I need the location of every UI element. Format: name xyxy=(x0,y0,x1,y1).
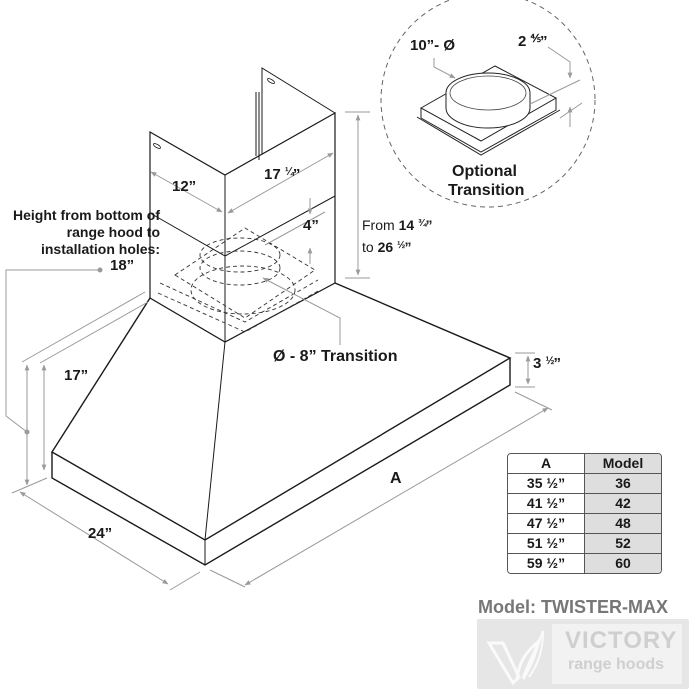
table-row: 35 ½” 36 xyxy=(508,473,661,493)
optional-transition-title-1: Optional xyxy=(452,163,517,180)
brand-subtitle: range hoods xyxy=(568,656,665,673)
cell-model: 36 xyxy=(585,474,661,493)
chimney-overlap-label: 4” xyxy=(303,217,319,234)
chimney-depth-label: 12” xyxy=(172,178,197,195)
canopy xyxy=(51,282,512,566)
brand-name: VICTORY xyxy=(565,627,678,654)
dimension-lines xyxy=(5,111,553,591)
chimney-height-max-label: to 26 ½” xyxy=(362,239,412,255)
size-table: A Model 35 ½” 36 41 ½” 42 47 ½” 48 51 ½”… xyxy=(507,453,662,574)
transition-diameter-label: 10”- Ø xyxy=(410,37,456,54)
victory-logo: VICTORY range hoods xyxy=(477,619,689,689)
logo-panel xyxy=(552,624,682,684)
chimney-width-label: 17 ¼” xyxy=(264,166,301,183)
cell-a: 51 ½” xyxy=(508,534,585,553)
optional-transition-callout xyxy=(380,0,596,208)
transition-8in-label: Ø - 8” Transition xyxy=(273,348,398,365)
canopy-height-label: 17” xyxy=(64,367,89,384)
cell-model: 60 xyxy=(585,554,661,573)
transition-height-label: 2 ⅘” xyxy=(518,33,548,50)
table-row: 51 ½” 52 xyxy=(508,533,661,553)
cell-model: 42 xyxy=(585,494,661,513)
table-row: 47 ½” 48 xyxy=(508,513,661,533)
cell-a: 41 ½” xyxy=(508,494,585,513)
chimney-height-min-label: From 14 ¾” xyxy=(362,217,433,233)
cell-a: 47 ½” xyxy=(508,514,585,533)
cell-a: 59 ½” xyxy=(508,554,585,573)
cell-a: 35 ½” xyxy=(508,474,585,493)
front-height-label: 3 ½” xyxy=(533,355,562,372)
cell-model: 52 xyxy=(585,534,661,553)
table-header: A Model xyxy=(508,454,661,473)
model-title: Model: TWISTER-MAX xyxy=(478,597,668,617)
header-a: A xyxy=(508,454,585,473)
hood-depth-label: 24” xyxy=(88,525,113,542)
install-holes-label: Height from bottom of range hood to inst… xyxy=(13,207,160,257)
victory-flame-icon xyxy=(486,630,544,686)
hood-width-label: A xyxy=(390,470,402,487)
header-model: Model xyxy=(585,454,661,473)
table-row: 59 ½” 60 xyxy=(508,553,661,573)
install-holes-value: 18” xyxy=(110,257,135,274)
table-row: 41 ½” 42 xyxy=(508,493,661,513)
optional-transition-title-2: Transition xyxy=(448,182,525,199)
cell-model: 48 xyxy=(585,514,661,533)
